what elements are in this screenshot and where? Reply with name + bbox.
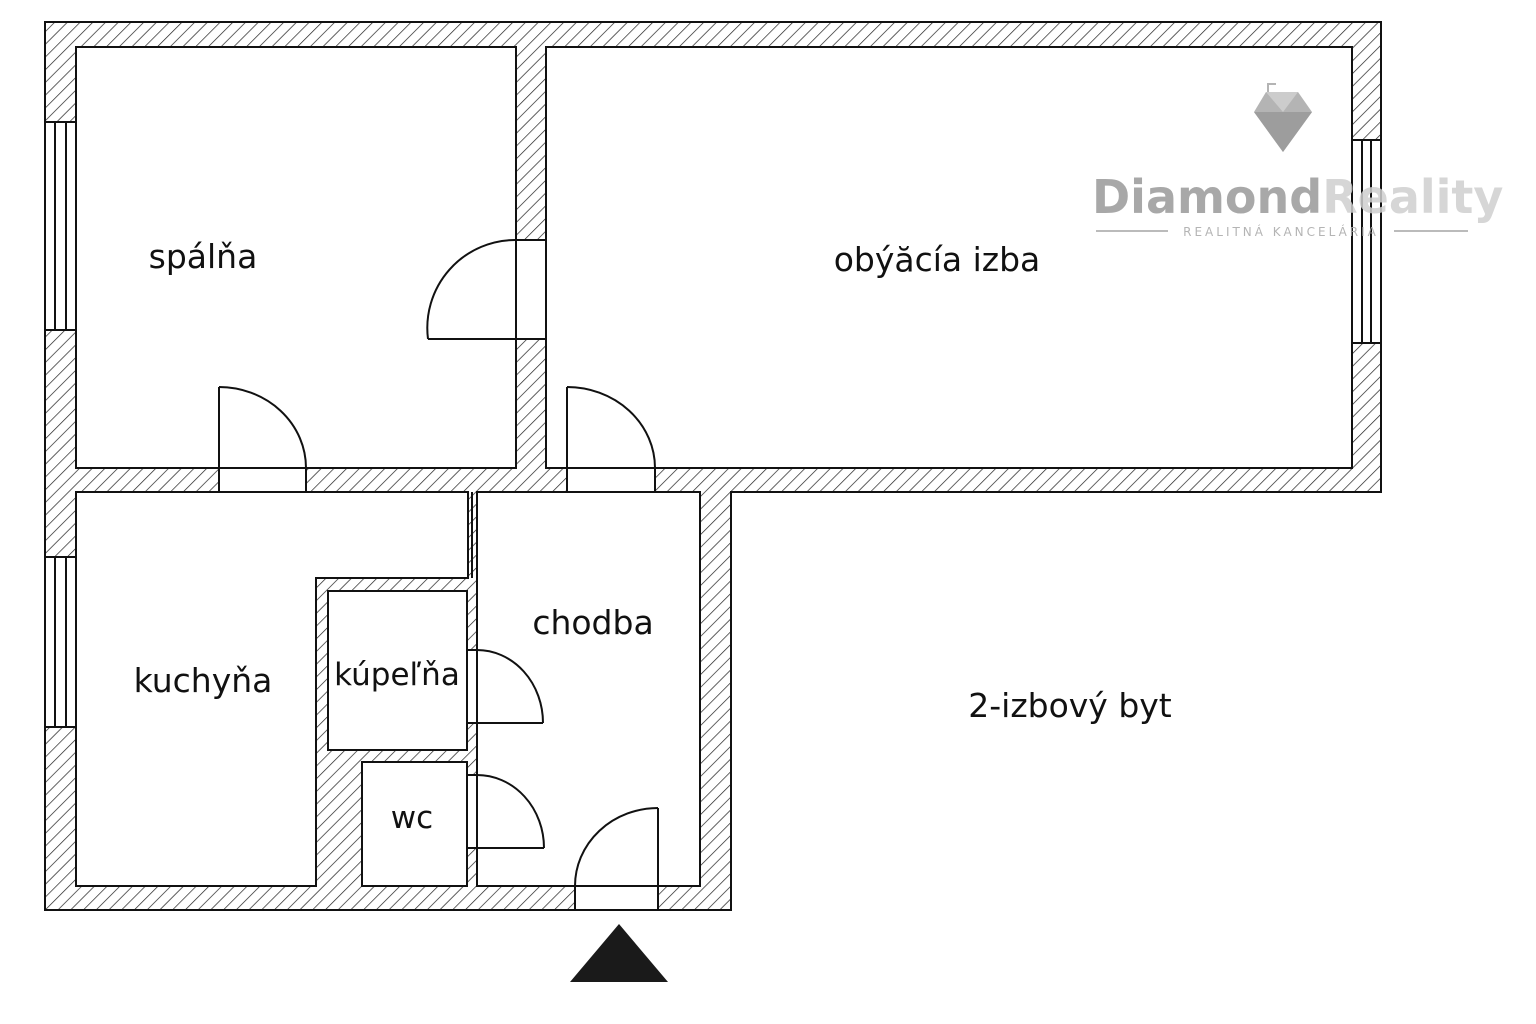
logo-text: DiamondReality (1092, 170, 1503, 224)
door-living-room (566, 386, 656, 493)
doors (218, 238, 659, 911)
logo-tagline: REALITNÁ KANCELÁRIA (1183, 224, 1379, 239)
logo-word-reality: Reality (1322, 170, 1503, 224)
window-kitchen (44, 556, 77, 728)
plan-caption: 2-izbový byt (968, 686, 1172, 725)
door-bathroom (466, 649, 544, 724)
door-bedroom (218, 386, 307, 493)
logo-word-diamond: Diamond (1092, 170, 1322, 224)
door-entrance (574, 807, 659, 911)
room-label-bedroom: spálňa (149, 237, 258, 276)
room-label-living-room: obýăcía izba (834, 240, 1041, 279)
windows (44, 121, 1382, 728)
window-living-room (1351, 139, 1382, 344)
entrance-arrow-icon (570, 924, 668, 982)
room-label-wc: wc (391, 800, 433, 836)
room-label-kitchen: kuchyňa (134, 661, 273, 700)
room-label-bathroom: kúpeľňa (334, 657, 460, 693)
door-wc (466, 774, 545, 849)
room-label-hallway: chodba (532, 603, 653, 642)
watermark-logo: DiamondReality REALITNÁ KANCELÁRIA (1092, 83, 1503, 239)
window-bedroom (44, 121, 77, 331)
diamond-icon (1254, 83, 1312, 152)
door-bedroom-living (426, 238, 547, 340)
